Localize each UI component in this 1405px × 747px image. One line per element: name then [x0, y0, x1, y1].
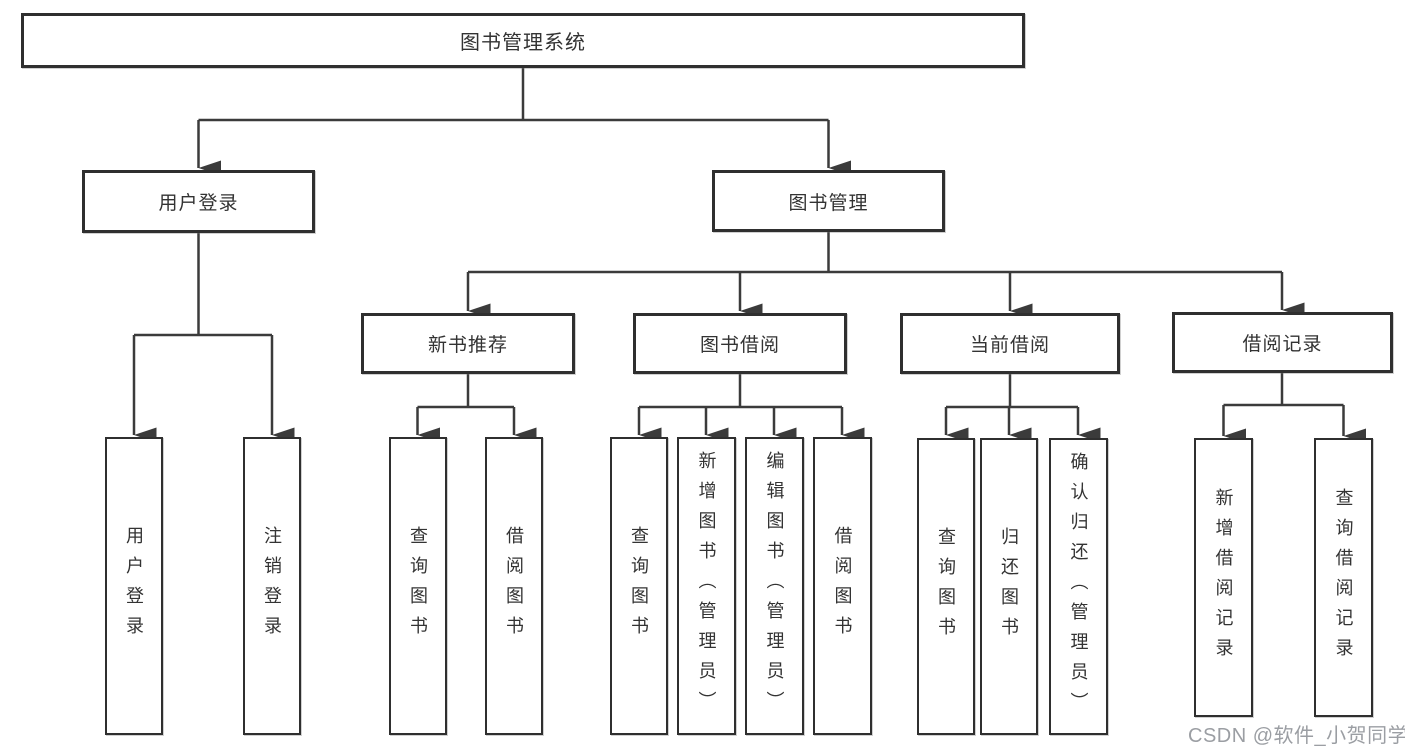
leaf-label: 注销登录	[262, 526, 282, 646]
leaf-query-books: 查询图书	[389, 437, 447, 735]
leaf-label: 查询图书	[629, 526, 649, 646]
leaf-label: 归还图书	[999, 526, 1019, 647]
node-root-library-system: 图书管理系统	[21, 13, 1025, 68]
leaf-label: 借阅图书	[832, 526, 853, 646]
node-label: 借阅记录	[1242, 334, 1323, 355]
csdn-watermark: CSDN @软件_小贺同学	[1188, 725, 1405, 747]
leaf-query-borrow-record: 查询借阅记录	[1314, 438, 1373, 717]
leaf-borrow-books: 借阅图书	[485, 437, 543, 735]
node-user-login: 用户登录	[82, 170, 315, 233]
node-book-management: 图书管理	[712, 170, 945, 232]
node-book-borrowing: 图书借阅	[633, 313, 847, 374]
leaf-label: 借阅图书	[504, 526, 524, 646]
leaf-label: 查询图书	[408, 526, 428, 646]
node-label: 图书管理系统	[460, 32, 586, 54]
leaf-query-books: 查询图书	[917, 438, 975, 735]
leaf-label: 编辑图书（管理员）	[764, 451, 785, 721]
leaf-label: 新增借阅记录	[1213, 487, 1234, 668]
node-label: 图书借阅	[699, 335, 780, 356]
leaf-add-book-admin: 新增图书（管理员）	[677, 437, 736, 735]
leaf-label: 查询图书	[936, 526, 956, 647]
leaf-borrow-books: 借阅图书	[813, 437, 872, 735]
leaf-label: 查询借阅记录	[1333, 487, 1354, 668]
leaf-label: 确认归还（管理员）	[1068, 451, 1089, 722]
leaf-query-books: 查询图书	[610, 437, 668, 735]
leaf-return-book: 归还图书	[980, 438, 1038, 735]
leaf-edit-book-admin: 编辑图书（管理员）	[745, 437, 804, 735]
node-label: 新书推荐	[427, 335, 508, 356]
leaf-label: 用户登录	[124, 526, 144, 646]
node-label: 用户登录	[158, 193, 239, 214]
node-new-book-recommend: 新书推荐	[361, 313, 575, 374]
leaf-logout: 注销登录	[243, 437, 301, 735]
node-label: 图书管理	[788, 192, 869, 214]
node-borrowing-records: 借阅记录	[1172, 312, 1393, 373]
leaf-confirm-return-admin: 确认归还（管理员）	[1049, 438, 1108, 735]
leaf-add-borrow-record: 新增借阅记录	[1194, 438, 1253, 717]
node-current-borrowing: 当前借阅	[900, 313, 1120, 374]
node-label: 当前借阅	[969, 335, 1050, 356]
leaf-user-login: 用户登录	[105, 437, 163, 735]
leaf-label: 新增图书（管理员）	[696, 451, 717, 721]
